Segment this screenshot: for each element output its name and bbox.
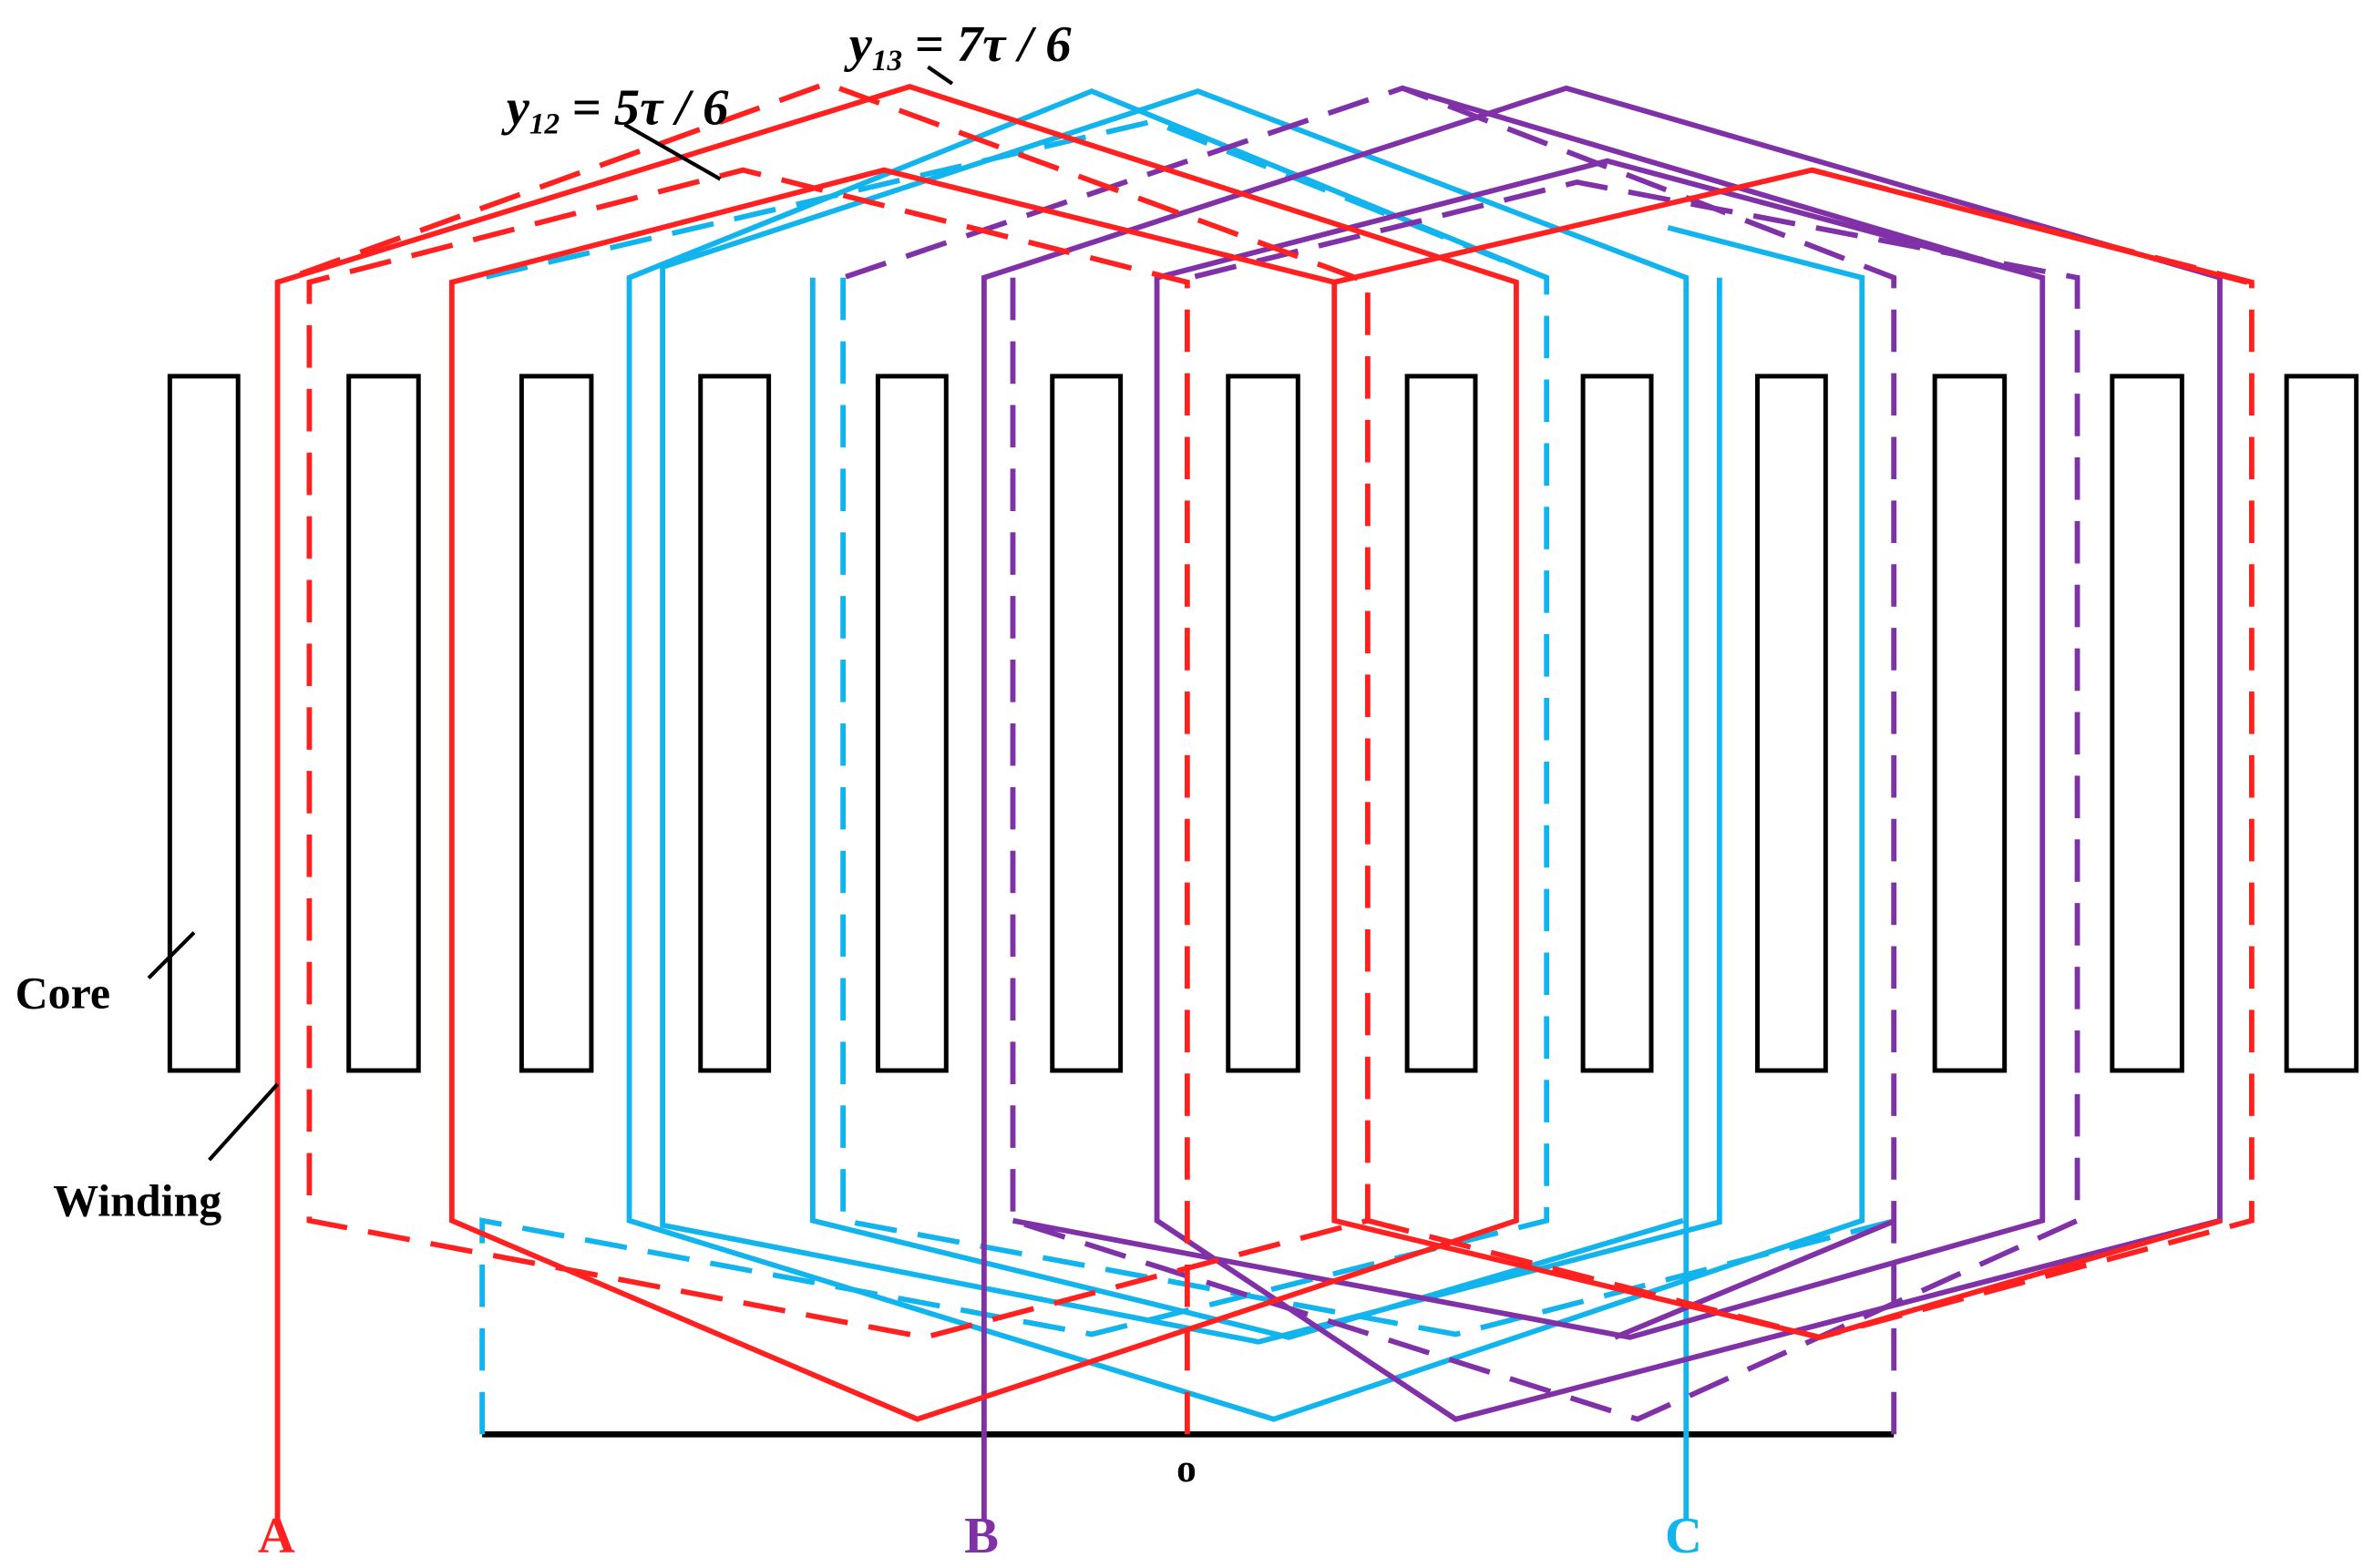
y12-rhs: = 5τ / 6 [571,80,729,137]
core-tooth [698,374,772,1073]
core-label: Core [15,968,110,1019]
phase-b-coil [981,85,2223,1520]
phase-a-coil-dashed [276,80,1371,1435]
core-tooth [167,374,241,1073]
core-tooth [1754,374,1828,1073]
y13-leader [927,65,954,86]
phase-a-coil [274,84,2223,1520]
y13-equation: y13 = 7τ / 6 [844,16,1072,77]
phase-b-coil-dashed [1010,179,2080,1422]
phase-c-coil [660,88,1722,1520]
core-tooth [1404,374,1478,1073]
phase-c-coil-dashed [479,118,1550,1435]
winding-label: Winding [53,1176,221,1226]
phase-b-label: B [964,1508,999,1564]
core-tooth [875,374,949,1073]
phase-a-label: A [258,1508,295,1564]
core-tooth [519,374,594,1073]
phase-a-coil-dashed [1367,167,2255,1340]
core-tooth [1580,374,1654,1073]
phase-b-coils [842,85,2223,1520]
core-tooth [1050,374,1124,1073]
leader-lines [147,65,954,1162]
core-tooth [1932,374,2008,1073]
core-tooth [346,374,421,1073]
y13-rhs: = 7τ / 6 [914,16,1072,73]
y12-subscript: 12 [529,108,560,141]
core-leader [147,931,196,979]
core-teeth [167,374,2359,1073]
core-tooth [2110,374,2184,1073]
phase-b-coil [1613,1218,1896,1340]
phase-c-coil [809,277,1684,1340]
y12-equation: y12 = 5τ / 6 [501,80,729,141]
winding-leader [208,1082,280,1162]
neutral-label: o [1176,1447,1197,1491]
phase-b-coil-dashed [842,85,1897,1435]
core-tooth [2284,374,2359,1073]
y12-variable: y [501,80,530,137]
phase-c-label: C [1665,1508,1702,1564]
phase-c-coil-dashed [840,277,1896,1337]
phase-b-coil [1402,85,2044,281]
y13-subscript: 13 [872,44,902,77]
phase-a-coils [274,80,2255,1520]
y12-leader [623,122,722,181]
y13-variable: y [844,16,873,73]
core-tooth [1226,374,1300,1073]
